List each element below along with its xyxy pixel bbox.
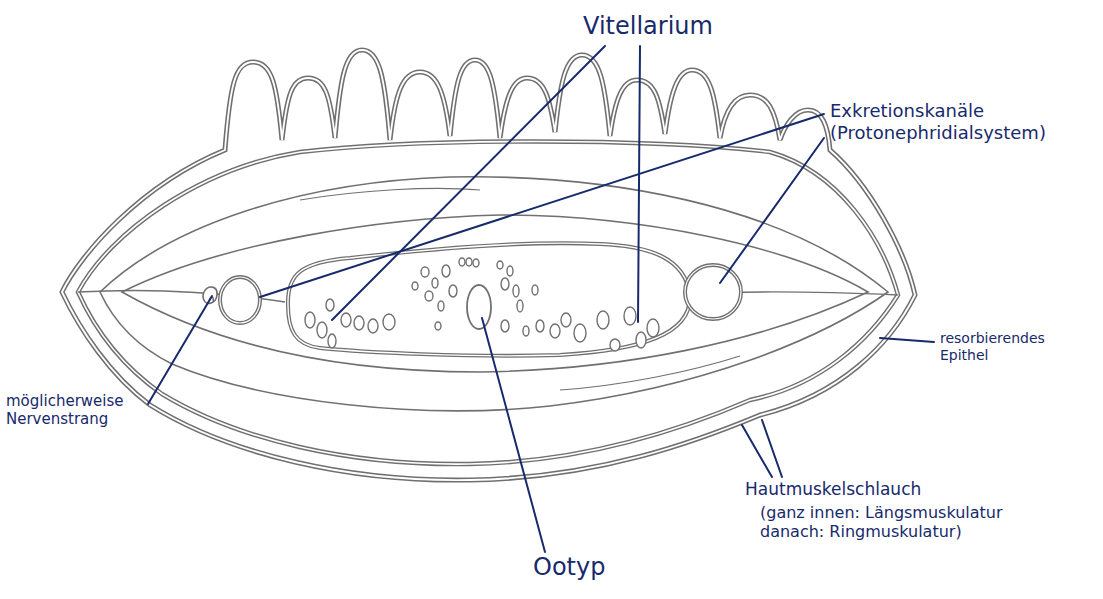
vitelline-cell — [597, 311, 609, 329]
vitelline-cell — [536, 320, 544, 332]
central-compartment-inner — [288, 243, 690, 356]
leader-line — [638, 46, 640, 322]
vitelline-cell — [438, 301, 444, 311]
vitelline-cell — [513, 285, 519, 297]
leader-line — [762, 420, 782, 477]
part-label: Exkretionskanäle (Protonephridialsystem) — [830, 100, 1092, 143]
vitelline-cell — [473, 259, 479, 267]
part-label: Hautmuskelschlauch — [745, 479, 921, 499]
ootype — [467, 285, 491, 329]
vitelline-cell — [501, 278, 509, 290]
vitelline-cell — [317, 322, 327, 338]
leader-line — [260, 114, 824, 297]
organs — [203, 258, 741, 351]
vitelline-cell — [647, 319, 659, 337]
central-compartment — [288, 243, 690, 356]
vitelline-cell — [421, 267, 429, 277]
vitelline-cell — [574, 324, 586, 342]
epithelium-base-inner — [78, 142, 898, 465]
excretory-canal — [220, 277, 260, 323]
vitelline-cell — [328, 334, 336, 348]
vitelline-cell — [507, 266, 513, 276]
vitelline-cell — [561, 313, 571, 327]
leader-line — [148, 296, 212, 404]
body-wall — [62, 50, 915, 480]
part-label: Ootyp — [533, 553, 605, 582]
part-label: resorbierendes Epithel — [940, 330, 1090, 364]
vitelline-cell — [383, 314, 395, 330]
epithelium-base — [78, 142, 898, 465]
excretory-canal-inner — [685, 265, 741, 319]
vitelline-cell — [624, 307, 636, 325]
leader-line — [880, 338, 934, 342]
leader-line — [720, 138, 824, 283]
excretory-canal-inner — [220, 277, 260, 323]
vitelline-cell — [550, 324, 560, 338]
vitelline-cell — [523, 326, 529, 336]
vitelline-cell — [501, 320, 509, 332]
vitelline-cell — [435, 322, 441, 330]
vitelline-cell — [532, 285, 538, 295]
part-label: Vitellarium — [583, 12, 713, 41]
part-label: möglicherweise Nervenstrang — [6, 392, 146, 428]
vitelline-cell — [425, 291, 433, 301]
vitelline-cell — [459, 258, 465, 266]
part-label: (ganz innen: Längsmuskulatur danach: Rin… — [760, 503, 1040, 541]
excretory-canal — [685, 265, 741, 319]
outer-epithelium-inner — [62, 50, 915, 480]
vitellarium-cells — [305, 258, 659, 351]
vitelline-cell — [326, 299, 334, 311]
vitelline-cell — [517, 300, 523, 312]
vitelline-cell — [341, 313, 351, 327]
vitelline-cell — [449, 285, 457, 297]
vitelline-cell — [305, 312, 315, 328]
vitelline-cell — [354, 316, 364, 330]
vitelline-cell — [497, 261, 503, 269]
parenchyma-line — [560, 356, 740, 390]
vitelline-cell — [636, 332, 646, 348]
vitelline-cell — [610, 339, 620, 351]
leader-line — [332, 46, 605, 320]
leader-lines — [148, 46, 934, 552]
outer-epithelium — [62, 50, 915, 480]
vitelline-cell — [412, 282, 418, 290]
vitelline-cell — [442, 265, 450, 277]
leader-line — [482, 318, 545, 552]
longitudinal-muscle — [122, 215, 868, 372]
vitelline-cell — [466, 258, 472, 266]
vitelline-cell — [432, 278, 438, 288]
vitelline-cell — [368, 319, 378, 333]
